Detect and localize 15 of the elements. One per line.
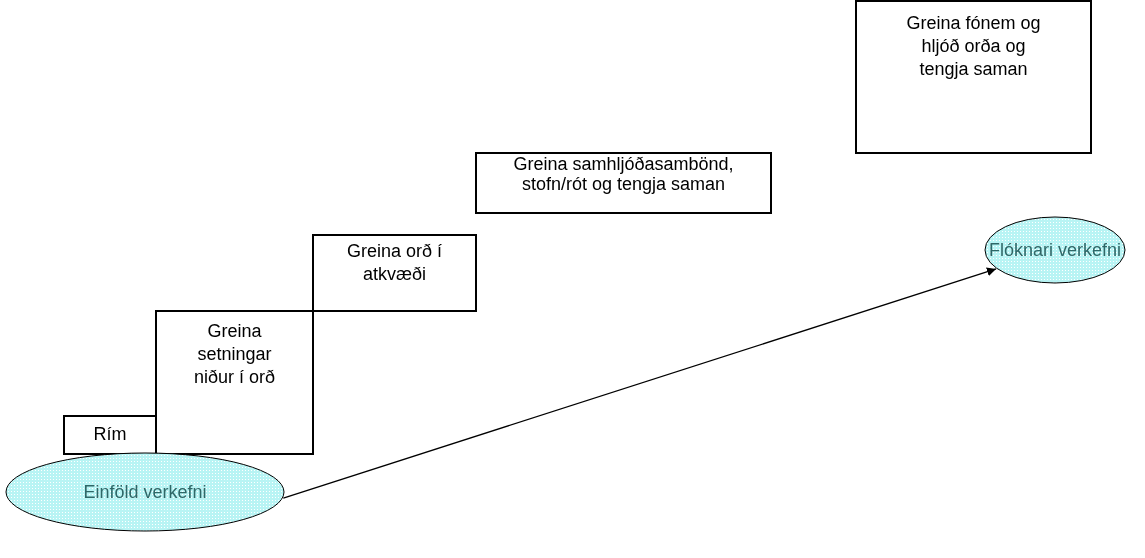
step-label: Greina setningar niður í orð: [192, 320, 276, 389]
step-label: Greina orð í atkvæði: [345, 240, 443, 286]
step-label: Rím: [92, 423, 128, 446]
step-box: [155, 310, 314, 455]
step-label: Greina samhljóðasambönd, stofn/rót og tengja saman: [512, 154, 735, 194]
step-box: [475, 152, 772, 214]
step-label: Greina fónem og hljóð orða og tengja saman: [905, 12, 1042, 81]
arrow: [282, 267, 997, 499]
step-box: [312, 234, 477, 312]
task-ellipse: [5, 452, 285, 532]
step-label: Einföld verkefni: [82, 481, 208, 503]
step-box: [855, 0, 1092, 154]
step-box: [63, 415, 157, 455]
step-label: Flóknari verkefni: [987, 239, 1122, 261]
task-ellipse: [984, 216, 1126, 284]
